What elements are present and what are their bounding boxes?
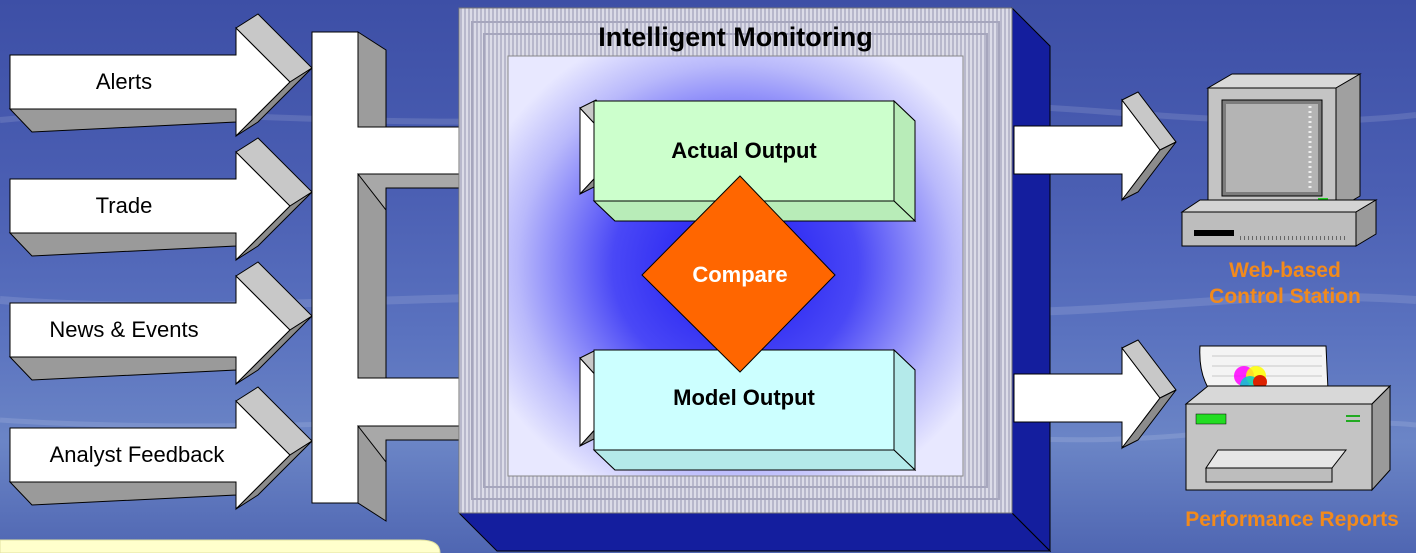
printer-icon	[1184, 345, 1392, 492]
input-arrow-news-events	[8, 261, 313, 386]
model-output-label: Model Output	[673, 385, 815, 410]
compare-diamond	[641, 175, 836, 373]
input-label-analyst-feedback: Analyst Feedback	[49, 442, 225, 467]
control-station-label: Web-based Control Station	[1170, 258, 1400, 310]
compare-label: Compare	[692, 262, 788, 287]
note-box	[0, 539, 441, 553]
output-arrow-performance-reports	[1013, 339, 1177, 450]
output-arrow-control-station	[1013, 91, 1177, 202]
input-label-trade: Trade	[95, 193, 153, 218]
control-station-label-line2: Control Station	[1209, 285, 1361, 308]
input-label-news-events: News & Events	[49, 317, 199, 342]
actual-output-box	[592, 99, 917, 223]
input-arrow-alerts	[8, 13, 313, 138]
control-station-label-line1: Web-based	[1229, 259, 1341, 282]
computer-icon	[1180, 73, 1378, 247]
input-label-alerts: Alerts	[95, 69, 153, 94]
performance-reports-label: Performance Reports	[1185, 508, 1399, 531]
input-arrow-analyst-feedback	[8, 386, 313, 511]
monitoring-title: Intelligent Monitoring	[598, 22, 873, 52]
input-arrow-trade	[8, 137, 313, 262]
model-output-box	[592, 348, 917, 472]
actual-output-label: Actual Output	[671, 138, 817, 163]
